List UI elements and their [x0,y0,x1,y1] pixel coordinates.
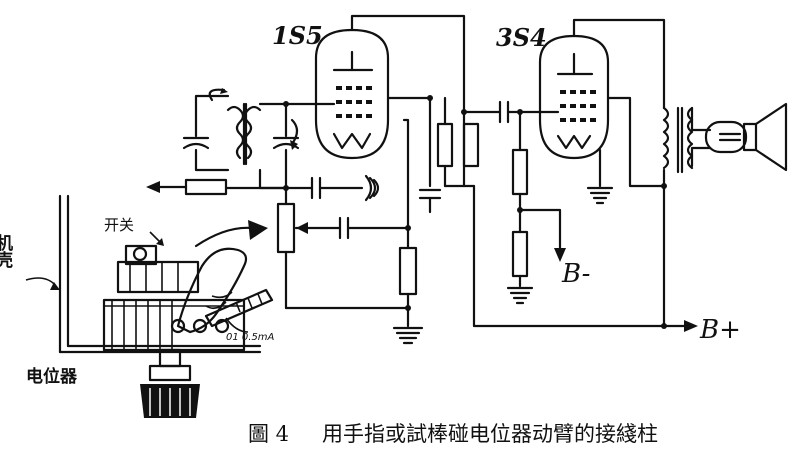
figure-caption: 用手指或試棒碰电位器动臂的接綫柱 [322,422,658,446]
ground-symbol [392,326,424,345]
tube-1s5-label: 1S5 [272,21,323,50]
b-plus-label: B+ [699,315,741,345]
ground-symbol [506,286,534,305]
potentiometer-illustration [102,220,268,418]
b-minus-label: B- [561,259,590,289]
probe-tag-label: 01 0.5mA [226,332,275,343]
figure-number: 圖 4 [248,422,289,446]
chassis-label: 机壳 [0,233,14,268]
tube-1s5 [314,28,390,160]
ground-symbol [586,186,614,205]
switch-label: 开关 [104,216,134,234]
circuit-wiring [146,14,788,345]
tube-3s4-label: 3S4 [496,23,547,52]
finger-illustration [176,247,274,334]
potentiometer-label: 电位器 [26,366,78,387]
chassis-illustration [25,194,262,354]
tube-3s4 [538,34,610,160]
